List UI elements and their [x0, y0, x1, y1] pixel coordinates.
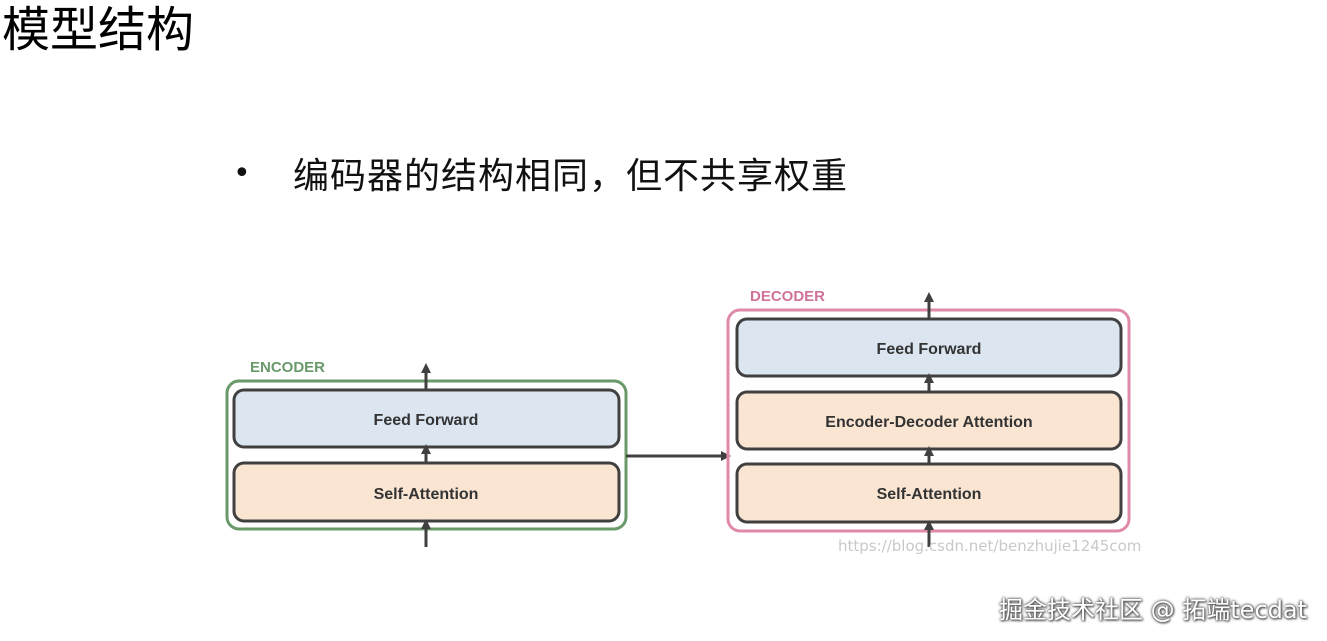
bullet-marker: • — [233, 155, 251, 191]
encoder-block: ENCODER Feed Forward Self-Attention — [225, 359, 628, 547]
bullet-text: 编码器的结构相同，但不共享权重 — [293, 156, 849, 197]
decoder-block: DECODER Feed Forward Encoder-Decoder Att… — [726, 288, 1131, 547]
footer-brand: 掘金技术社区 @ 拓端tecdat — [999, 596, 1307, 624]
decoder-self-attention-label: Self-Attention — [877, 486, 982, 503]
bullet-point: • 编码器的结构相同，但不共享权重 — [233, 148, 848, 198]
decoder-feed-forward-label: Feed Forward — [877, 341, 982, 358]
decoder-label: DECODER — [750, 288, 825, 305]
watermark-url: https://blog.csdn.net/benzhujie1245com — [838, 537, 1142, 555]
encoder-self-attention-label: Self-Attention — [374, 486, 479, 503]
encoder-label: ENCODER — [250, 359, 325, 376]
encoder-feed-forward-label: Feed Forward — [374, 412, 479, 429]
decoder-encoder-decoder-attention-label: Encoder-Decoder Attention — [825, 414, 1032, 431]
slide-title: 模型结构 — [2, 2, 195, 58]
